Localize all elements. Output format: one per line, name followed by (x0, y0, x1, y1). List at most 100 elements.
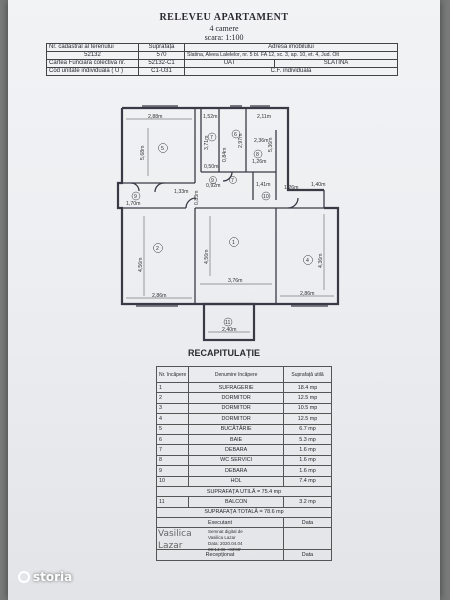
room-number: 9 (134, 194, 137, 200)
cell-sup: 1.6 mp (283, 465, 332, 477)
room-number: 11 (225, 320, 230, 326)
dimension-label: 3,76m (228, 278, 242, 284)
rooms-count: 4 camere (209, 24, 239, 33)
cell-nr: 9 (155, 465, 190, 477)
recap-header-nr: Nr. încăpere (155, 366, 190, 383)
cell-den: DEBARA (188, 465, 284, 477)
room-number: 1 (232, 240, 235, 246)
cell-nr: 6 (155, 433, 190, 446)
dimension-label: 2,11m (257, 114, 271, 120)
floor-plan: 2,88m 1,52m 2,11m 5,68m 3,71m 2,97m 2,36… (116, 105, 340, 342)
door-swing (154, 182, 165, 193)
wall (270, 206, 340, 306)
cell-sup: 5.3 mp (283, 433, 332, 446)
recap-table: Nr. încăpere Denumire încăpere Suprafață… (155, 366, 332, 561)
dimension-label: 1,41m (256, 182, 270, 188)
dimension-label: 4,56m (204, 250, 210, 264)
table-row: 10 HOL 7.4 mp (155, 475, 332, 487)
table-row: 6 BAIE 5.3 mp (155, 433, 332, 446)
cell-sup: 18.4 mp (283, 381, 332, 394)
room-marker (229, 176, 237, 184)
room-number: 7 (210, 135, 213, 141)
room-marker (209, 176, 217, 184)
dimension-label: 3,71m (204, 136, 210, 150)
table-row: SUPRAFAȚA TOTALĂ = 78.6 mp (156, 506, 332, 519)
dimension-label: 2,86m (300, 291, 314, 297)
digital-signature-line: Vasilica Lazar (208, 535, 236, 540)
door-swing (287, 197, 299, 209)
dimension-label: 0,92m (206, 183, 220, 189)
table-row: 11 BALCON 3.2 mp (155, 496, 332, 508)
room-number: 5 (161, 146, 164, 152)
storia-watermark: storia (18, 570, 72, 584)
dimension-label: 4,56m (138, 258, 144, 272)
signature-last: Lazar (158, 541, 183, 551)
cadastral-info-table: Nr. cadastral al terenului Suprafața Adr… (46, 43, 398, 76)
cell-den: BALCON (188, 496, 284, 508)
dimension-label: 1,40m (311, 182, 325, 188)
table-row: 1 SUFRAGERIE 18.4 mp (155, 381, 332, 394)
room-marker (131, 191, 141, 201)
signature-first: Vasilica (158, 529, 192, 539)
storia-wordmark: storia (33, 570, 73, 584)
table-row: 2 DORMITOR 12.5 mp (155, 392, 332, 404)
cell-sup: 7.4 mp (283, 475, 332, 487)
dimension-label: 0,83m (194, 191, 200, 205)
room-number: 4 (306, 258, 309, 264)
signature-date-cell (283, 527, 332, 551)
date-label: Data (283, 549, 332, 561)
dimension-label: 2,88m (148, 114, 162, 120)
cell-den: HOL (188, 475, 284, 487)
dimension-label: 5,68m (140, 146, 146, 160)
page-title: RELEVEU APARTAMENT (159, 12, 289, 23)
recap-header-sup: Suprafață utilă (283, 366, 332, 383)
cell-den: WC SERVICI (188, 454, 284, 467)
room-marker (223, 317, 233, 327)
plan-scale: scara: 1:100 (204, 33, 244, 42)
dimension-label: 0,84m (222, 148, 228, 162)
digital-signature-line: Semnat digital de (208, 529, 243, 534)
dimension-label: 0,50m (204, 164, 218, 170)
dimension-label: 1,33m (174, 189, 188, 195)
cell-nr: 4 (155, 413, 190, 425)
table-row: SUPRAFAȚA UTILĂ = 75.4 mp (156, 485, 332, 498)
cell-nr: 2 (155, 392, 190, 404)
table-row: 4 DORMITOR 12.5 mp (155, 413, 332, 425)
digital-signature-line: Data: 2020.04.04 (208, 541, 243, 546)
cell-nr: 11 (155, 496, 190, 508)
table-row: 8 WC SERVICI 1.6 mp (155, 454, 332, 467)
cell-den: DEBARA (188, 444, 284, 456)
dimension-label: 1,26m (252, 159, 266, 165)
executant-label: Executant (156, 517, 284, 529)
dimension-label: 2,36m (254, 138, 268, 144)
table-row: 5 BUCĂTĂRIE 6.7 mp (155, 423, 332, 435)
dimension-label: 2,40m (222, 327, 236, 333)
room-number: 10 (263, 194, 269, 200)
info-cell: C.F. individuală (184, 67, 398, 76)
recap-title: RECAPITULAȚIE (188, 348, 260, 358)
cell-den: BUCĂTĂRIE (188, 423, 284, 435)
cell-den: BAIE (188, 433, 284, 446)
digital-signature-block: Semnat digital de Vasilica Lazar Data: 2… (208, 529, 243, 553)
cell-nr: 1 (155, 381, 190, 394)
cell-sup: 12.5 mp (283, 392, 332, 404)
dimension-label: 1,26m (284, 185, 298, 191)
signature-name: Vasilica Lazar (158, 528, 192, 552)
table-row: 3 DORMITOR 10.5 mp (155, 402, 332, 415)
cell-nr: 5 (155, 423, 190, 435)
table-row: Executant Data (156, 517, 332, 529)
dimension-label: 2,86m (152, 293, 166, 299)
room-marker (207, 132, 217, 142)
cell-den: DORMITOR (188, 392, 284, 404)
cell-nr: 3 (155, 402, 190, 415)
cell-sup: 10.5 mp (283, 402, 332, 415)
storia-logo-icon (18, 571, 30, 583)
cell-sup: 12.5 mp (283, 413, 332, 425)
cell-sup: 1.6 mp (283, 444, 332, 456)
dimension-label: 4,36m (318, 254, 324, 268)
cell-den: DORMITOR (188, 413, 284, 425)
table-row: Recepționat Data (156, 549, 332, 561)
date-label: Data (283, 517, 332, 529)
dimension-label: 5,36m (268, 138, 274, 152)
document-page: RELEVEU APARTAMENT 4 camere scara: 1:100… (8, 0, 440, 600)
